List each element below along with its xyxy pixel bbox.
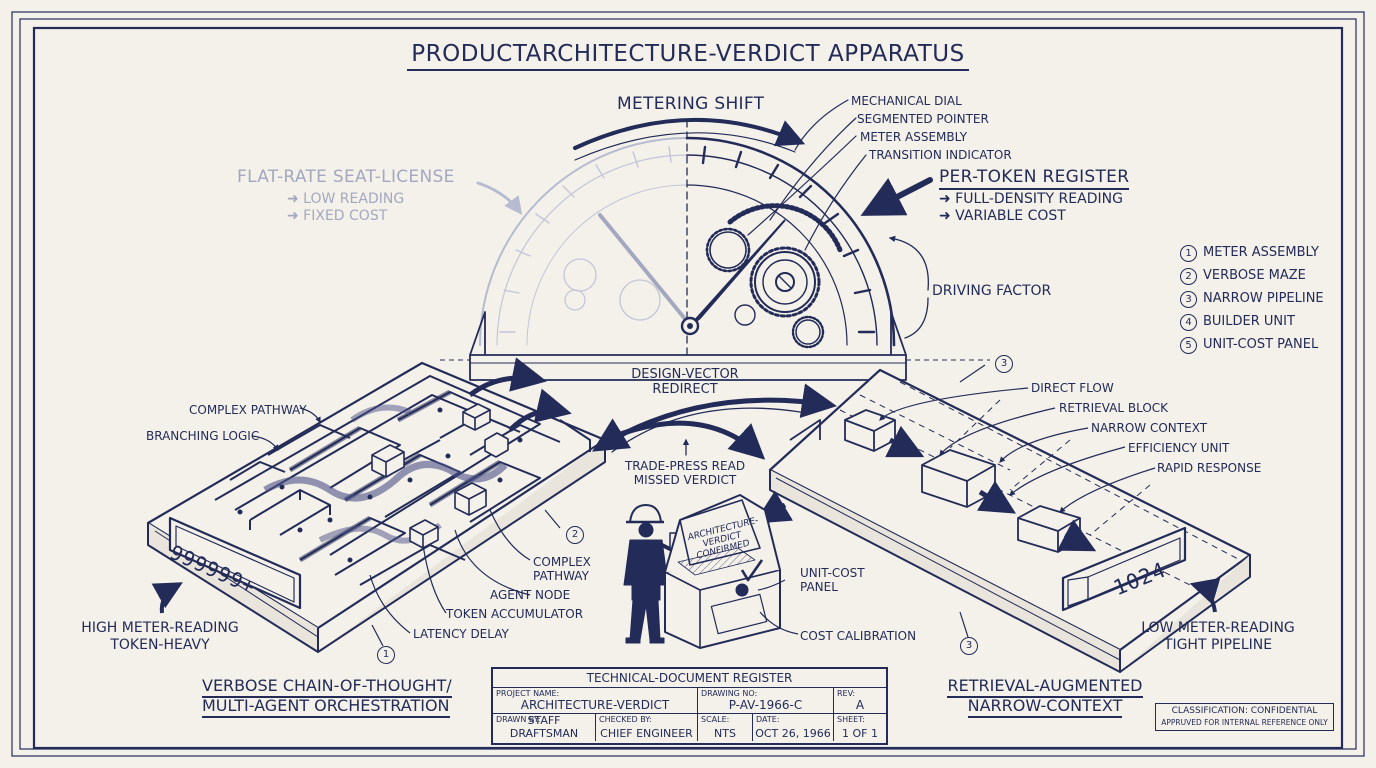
pipeline-marker-bottom: 3 [960, 637, 978, 655]
meter-base [440, 311, 990, 381]
maze-marker-1: 1 [377, 646, 395, 664]
sheet-cell: SHEET: 1 OF 1 [834, 714, 886, 741]
cost-calibration-label: COST CALIBRATION [800, 629, 917, 643]
maze-marker-2: 2 [566, 526, 584, 544]
project-name-value: ARCHITECTURE-VERDICT [520, 698, 670, 712]
checked-by-value: CHIEF ENGINEER [600, 727, 693, 740]
flat-rate-line1: ➜ LOW READING [287, 191, 405, 207]
classification-line2: APPRUVED FOR INTERNAL REFERENCE ONLY [1161, 718, 1328, 727]
date-cell: DATE: OCT 26, 1966 [753, 714, 834, 741]
metering-shift-label: METERING SHIFT [617, 94, 765, 114]
classification-box: CLASSIFICATION: CONFIDENTIAL APPRUVED FO… [1155, 703, 1334, 731]
pipeline-caption-line2: NARROW-CONTEXT [940, 696, 1150, 718]
unit-cost-panel [664, 494, 799, 649]
callout-direct-flow: DIRECT FLOW [1031, 381, 1114, 395]
maze-caption-line2: MULTI-AGENT ORCHESTRATION [202, 696, 450, 718]
meter-dial [479, 119, 896, 356]
callout-rapid-response: RAPID RESPONSE [1157, 461, 1262, 475]
flat-rate-title: FLAT-RATE SEAT-LICENSE [237, 167, 455, 187]
callout-mechanical-dial: MECHANICAL DIAL [851, 94, 962, 108]
narrow-pipeline [753, 364, 1252, 673]
callout-segmented-pointer: SEGMENTED POINTER [857, 112, 989, 126]
latency-delay-label: LATENCY DELAY [413, 627, 509, 641]
unit-cost-panel-line1: UNIT-COST [800, 566, 865, 580]
maze-caption-line1: VERBOSE CHAIN-OF-THOUGHT/ [202, 676, 452, 698]
callout-narrow-context: NARROW CONTEXT [1091, 421, 1208, 435]
date-value: OCT 26, 1966 [755, 727, 831, 740]
rev-value: A [855, 698, 865, 712]
branching-logic-label: BRANCHING LOGIC [146, 429, 260, 443]
sheet-value: 1 OF 1 [842, 727, 878, 740]
scale-value: NTS [714, 727, 736, 740]
flat-rate-line2: ➜ FIXED COST [287, 208, 388, 224]
trade-press-line2: MISSED VERDICT [633, 473, 737, 487]
complex-pathway-top-label: COMPLEX PATHWAY [189, 403, 307, 417]
token-accumulator-label: TOKEN ACCUMULATOR [446, 607, 584, 621]
rev-cell: REV: A [834, 688, 886, 714]
project-name-cell: PROJECT NAME: ARCHITECTURE-VERDICT [493, 688, 698, 714]
design-vector-redirect [592, 383, 837, 460]
sheet-border [11, 11, 1365, 757]
complex-pathway-line2: PATHWAY [533, 569, 589, 583]
low-reading-line1: LOW METER-READING [1141, 620, 1295, 636]
per-token-line2: ➜ VARIABLE COST [939, 208, 1066, 224]
drawing-no-cell: DRAWING NO: P-AV-1966-C [698, 688, 834, 714]
callout-retrieval-block: RETRIEVAL BLOCK [1059, 401, 1169, 415]
callout-transition-indicator: TRANSITION INDICATOR [869, 148, 1012, 162]
drawn-by-cell: DRAWN BY: STAFF DRAFTSMAN [493, 714, 596, 741]
metering-shift-arrow [476, 99, 933, 339]
drawn-by-value: STAFF DRAFTSMAN [509, 714, 579, 740]
driving-factor-label: DRIVING FACTOR [932, 283, 1052, 299]
checked-by-cell: CHECKED BY: CHIEF ENGINEER [596, 714, 698, 741]
pipeline-caption-line1: RETRIEVAL-AUGMENTED [940, 676, 1150, 698]
redirect-label-line2: REDIRECT [652, 382, 718, 397]
low-reading-line2: TIGHT PIPELINE [1163, 637, 1273, 653]
redirect-label-line1: DESIGN-VECTOR [631, 367, 739, 382]
classification-line1: CLASSIFICATION: CONFIDENTIAL [1171, 706, 1318, 716]
scale-cell: SCALE: NTS [698, 714, 753, 741]
page-title: PRODUCTARCHITECTURE-VERDICT APPARATUS [0, 41, 1376, 71]
pipeline-marker-top: 3 [995, 355, 1013, 373]
agent-node-label: AGENT NODE [490, 588, 571, 602]
title-block-heading: TECHNICAL-DOCUMENT REGISTER [493, 669, 886, 688]
complex-pathway-line1: COMPLEX [533, 555, 591, 569]
title-block: TECHNICAL-DOCUMENT REGISTER PROJECT NAME… [491, 667, 888, 745]
callout-meter-assembly: METER ASSEMBLY [860, 130, 968, 144]
per-token-title: PER-TOKEN REGISTER [939, 167, 1130, 190]
callout-efficiency-unit: EFFICIENCY UNIT [1128, 441, 1230, 455]
trade-press-line1: TRADE-PRESS READ [624, 459, 746, 473]
high-reading-line1: HIGH METER-READING [81, 620, 239, 636]
drawing-no-value: P-AV-1966-C [728, 698, 803, 712]
high-reading-line2: TOKEN-HEAVY [110, 637, 210, 653]
per-token-line1: ➜ FULL-DENSITY READING [939, 191, 1123, 207]
unit-cost-panel-line2: PANEL [800, 580, 838, 594]
